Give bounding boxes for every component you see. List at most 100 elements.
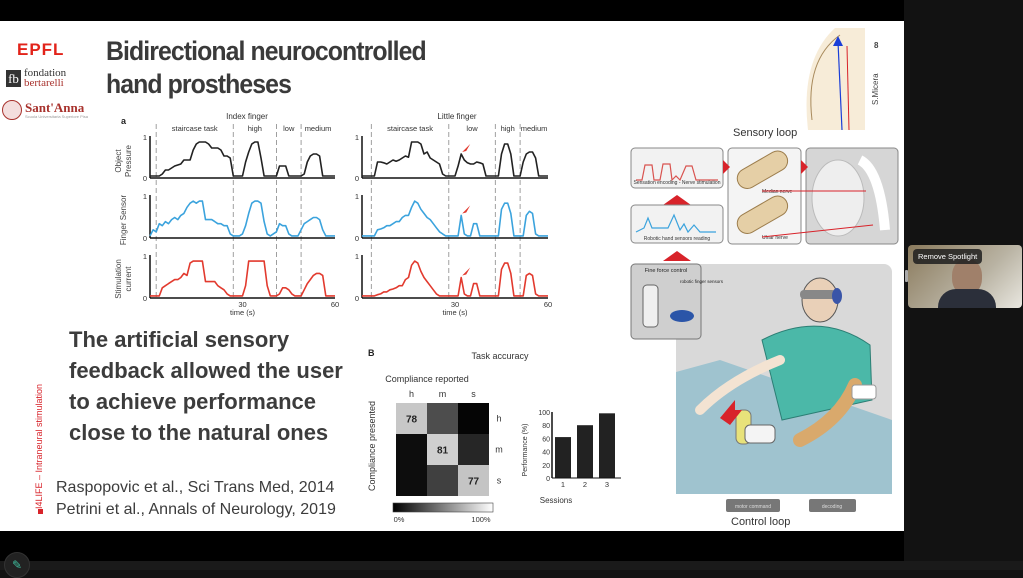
right-arrow-icon: [801, 160, 808, 174]
y-tick-label: 1: [355, 133, 359, 142]
arm-illustration: [857, 155, 890, 231]
ylabel-stimulation: Stimulation: [114, 259, 123, 299]
heatmap-ylabel: Compliance presented: [367, 401, 377, 491]
phase-label: medium: [521, 124, 548, 133]
bar-ylabel: Performance (%): [522, 424, 529, 477]
red-bullet-mark: [38, 509, 43, 514]
decoding-box: [809, 499, 856, 512]
motor-command-box: [726, 499, 780, 512]
panel-a-label: a: [121, 116, 127, 126]
x-tick-label: 30: [238, 300, 246, 309]
y-tick-label: 0: [143, 234, 147, 243]
annotate-button[interactable]: ✎: [4, 552, 30, 578]
phase-label: high: [248, 124, 262, 133]
fine-force-label: Fine force control: [645, 268, 688, 274]
y-tick-label: 1: [355, 192, 359, 201]
x-axis-label: time (s): [230, 308, 256, 317]
control-loop-title: Control loop: [731, 516, 791, 528]
heatmap-row-label: m: [495, 445, 503, 455]
red-axis-line: [846, 45, 850, 131]
remove-spotlight-button[interactable]: Remove Spotlight: [913, 249, 983, 264]
phase-label: staircase task: [387, 124, 433, 133]
bar-x-tick-label: 2: [583, 480, 587, 489]
index-finger-title: Index finger: [226, 112, 268, 121]
robotic-hand-illustration: [744, 424, 776, 444]
ylabel-current: current: [124, 266, 133, 292]
heatmap-cell: [427, 465, 458, 496]
y-tick-label: 1: [355, 252, 359, 261]
left-arm-illustration: [695, 355, 785, 415]
heatmap-cell: [427, 403, 458, 434]
robot-hand-inset: [642, 284, 659, 328]
ylabel-pressure: Pressure: [124, 144, 133, 177]
head-illustration: [801, 277, 839, 323]
bar-y-tick-label: 80: [542, 423, 550, 430]
y-tick-label: 1: [143, 192, 147, 201]
y-tick-label: 0: [143, 294, 147, 303]
statement-line: close to the natural ones: [69, 420, 329, 445]
ulnar-nerve-label: Ulnar nerve: [762, 235, 788, 241]
panel-resize-handle[interactable]: [905, 270, 908, 282]
torso-illustration: [811, 159, 865, 237]
phase-label: medium: [305, 124, 332, 133]
x-tick-label: 60: [331, 300, 339, 309]
statement-line: feedback allowed the user: [69, 358, 343, 383]
pencil-icon: ✎: [11, 558, 23, 572]
trace-finger-sensor: [362, 200, 548, 237]
armband-illustration: [851, 384, 877, 400]
median-nerve-illustration: [736, 150, 789, 189]
reference-1: Raspopovic et al., Sci Trans Med, 2014: [56, 479, 335, 496]
epfl-logo: EPFL: [17, 40, 65, 59]
heatmap-xlabel: Compliance reported: [385, 374, 469, 384]
sensor-trace: [635, 213, 716, 234]
heatmap-cell: [427, 434, 458, 465]
heatmap-col-label: h: [409, 389, 414, 399]
bar-y-tick-label: 40: [542, 450, 550, 457]
spotlight-video-tile[interactable]: Remove Spotlight: [908, 245, 1022, 308]
trace-stimulation-current: [150, 260, 335, 297]
trace-stimulation-current: [362, 260, 548, 297]
phase-label: high: [501, 124, 515, 133]
ulnar-nerve-pointer: [761, 224, 874, 238]
up-arrow-icon: [663, 195, 691, 205]
slide-number: 8: [874, 41, 879, 50]
x-axis-label: time (s): [443, 308, 469, 317]
anatomy-sketch: [806, 28, 865, 131]
panel-b-label: B: [368, 348, 375, 358]
reference-2: Petrini et al., Annals of Neurology, 201…: [56, 501, 336, 518]
heatmap-cell-value: 78: [406, 415, 418, 426]
bar: [555, 437, 571, 478]
heatmap-col-label: s: [471, 389, 476, 399]
control-loop-diagram: Fine force control robotic finger sensor…: [630, 263, 892, 512]
statement-line: to achieve performance: [69, 389, 316, 414]
sensory-loop-title: Sensory loop: [733, 127, 798, 139]
speaker-body: [938, 289, 996, 308]
ylabel-finger-sensor: Finger Sensor: [119, 195, 128, 246]
title-line-1: Bidirectional neurocontrolled: [106, 36, 427, 66]
bottom-black-bar: [0, 531, 904, 561]
ylabel-object: Object: [114, 149, 123, 173]
fine-force-box: [630, 263, 702, 340]
finger-sensors-label: robotic finger sensors: [680, 279, 724, 284]
heatmap-row-label: h: [496, 414, 501, 424]
trace-finger-sensor: [149, 200, 335, 237]
pressure-object-icon: [670, 310, 694, 322]
sensory-loop-diagram: Sensation encoding - Nerve stimulation R…: [630, 147, 899, 261]
bar-y-tick-label: 100: [538, 410, 550, 417]
statement-line: The artificial sensory: [69, 327, 290, 352]
bar-y-tick-label: 0: [546, 476, 550, 483]
phase-label: low: [283, 124, 295, 133]
meeting-control-strip: [0, 561, 1023, 570]
phase-label: staircase task: [172, 124, 218, 133]
trace-object-pressure: [150, 141, 335, 177]
santanna-seal-icon: [2, 100, 22, 120]
x-tick-label: 60: [544, 300, 552, 309]
y-tick-label: 0: [355, 234, 359, 243]
motor-command-label: motor command: [735, 504, 771, 510]
title-line-2: hand prostheses: [106, 69, 292, 99]
presentation-slide: EPFL fb fondation bertarelli Sant'Anna S…: [0, 21, 904, 531]
median-nerve-label: Median nerve: [762, 189, 793, 195]
heatmap-cell-value: 81: [437, 446, 449, 457]
